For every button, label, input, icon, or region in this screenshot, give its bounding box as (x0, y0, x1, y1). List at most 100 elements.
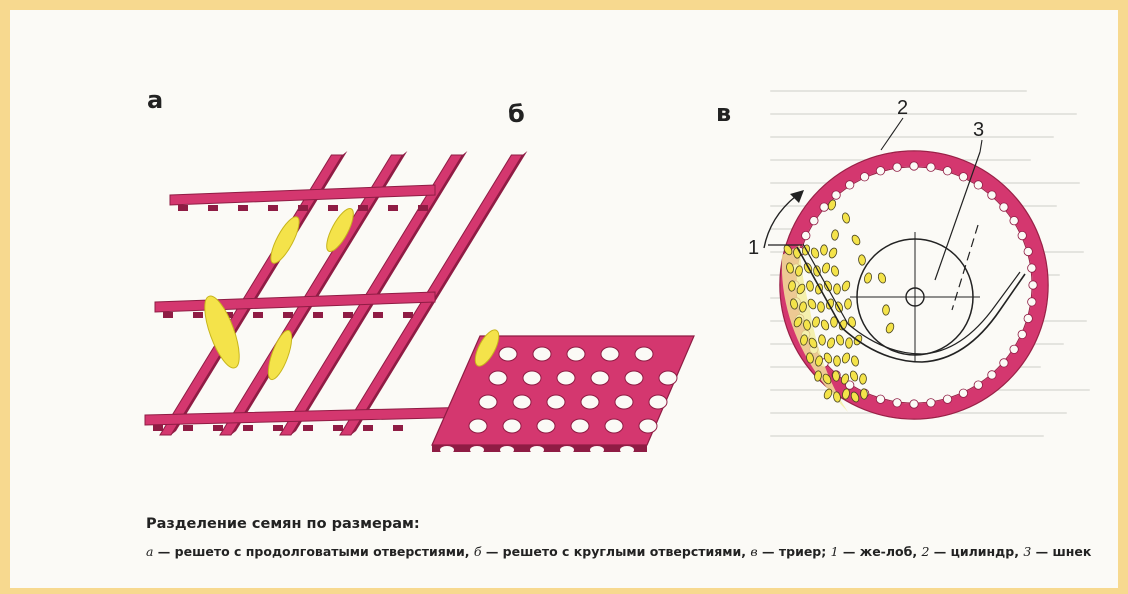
round-hole (625, 371, 643, 385)
crossbar-tooth (193, 312, 203, 318)
seed (845, 338, 853, 349)
panel-label-v: в (716, 99, 731, 127)
caption-fragment: — цилиндр, (929, 544, 1023, 559)
cylinder-cell (893, 163, 901, 171)
seed (820, 245, 827, 256)
crossbar-tooth (243, 425, 253, 431)
sieve-diagram: а б (10, 10, 1118, 510)
seed (859, 374, 866, 385)
round-hole (503, 419, 521, 433)
cylinder-cell (974, 181, 982, 189)
crossbar-tooth (183, 425, 193, 431)
crossbar-tooth (328, 205, 338, 211)
caption-title: Разделение семян по размерам: (146, 516, 420, 532)
cylinder-cell (1018, 231, 1026, 239)
plate-notch (440, 446, 454, 454)
cylinder-cell (876, 395, 884, 403)
cylinder-cell (943, 395, 951, 403)
round-hole (659, 371, 677, 385)
cylinder-cell (893, 399, 901, 407)
sieve-crossbar (155, 292, 435, 312)
round-hole (537, 419, 555, 433)
cylinder-cell (988, 191, 996, 199)
round-hole (591, 371, 609, 385)
crossbar-tooth (343, 312, 353, 318)
round-hole (635, 347, 653, 361)
seed (817, 302, 825, 313)
caption-key: в (750, 544, 757, 559)
crossbar-tooth (373, 312, 383, 318)
crossbar-tooth (403, 312, 413, 318)
cylinder-cell (876, 167, 884, 175)
cylinder-cell (927, 163, 935, 171)
crossbar-tooth (418, 205, 428, 211)
caption-fragment: — решето с круглыми отверстиями, (481, 544, 750, 559)
cylinder-cell (959, 173, 967, 181)
seed (860, 389, 867, 400)
round-hole (499, 347, 517, 361)
seed (882, 305, 889, 316)
crossbar-tooth (333, 425, 343, 431)
seed (834, 356, 841, 367)
cylinder-cell (927, 399, 935, 407)
cylinder-cell (802, 231, 810, 239)
plate-notch (500, 446, 514, 454)
trier: в 1 2 3 (716, 97, 1048, 419)
crossbar-tooth (178, 205, 188, 211)
crossbar-tooth (238, 205, 248, 211)
rotation-arrowhead (790, 190, 804, 203)
crossbar-tooth (358, 205, 368, 211)
crossbar-tooth (313, 312, 323, 318)
cylinder-cell (1028, 298, 1036, 306)
crossbar-tooth (273, 425, 283, 431)
caption-fragment: — триер; (758, 544, 831, 559)
round-hole (523, 371, 541, 385)
round-hole (479, 395, 497, 409)
cylinder-cell (810, 217, 818, 225)
round-hole (547, 395, 565, 409)
plate-notch (620, 446, 634, 454)
sieve-crossbar (145, 407, 478, 425)
cylinder-cell (820, 203, 828, 211)
round-hole (567, 347, 585, 361)
round-hole (533, 347, 551, 361)
plate-notch (530, 446, 544, 454)
round-hole (489, 371, 507, 385)
round-hole (571, 419, 589, 433)
round-hole (615, 395, 633, 409)
cylinder-cell (959, 389, 967, 397)
round-hole (649, 395, 667, 409)
panel-label-a: а (147, 86, 163, 114)
cylinder-cell (1018, 330, 1026, 338)
cylinder-cell (1024, 314, 1032, 322)
cylinder-cell (910, 400, 918, 408)
cylinder-cell (860, 173, 868, 181)
cylinder-cell (974, 381, 982, 389)
crossbar-tooth (363, 425, 373, 431)
crossbar-tooth (303, 425, 313, 431)
figure-page: а б (10, 10, 1118, 588)
crossbar-tooth (153, 425, 163, 431)
crossbar-tooth (208, 205, 218, 211)
cylinder-cell (1000, 359, 1008, 367)
crossbar-tooth (163, 312, 173, 318)
crossbar-tooth (283, 312, 293, 318)
cylinder-cell (832, 191, 840, 199)
round-sieve: б (432, 100, 694, 454)
round-hole (513, 395, 531, 409)
round-sieve-plate (432, 336, 694, 454)
crossbar-tooth (388, 205, 398, 211)
round-hole (557, 371, 575, 385)
cylinder-cell (988, 371, 996, 379)
plate-notch (560, 446, 574, 454)
cylinder-cell (846, 181, 854, 189)
round-hole (605, 419, 623, 433)
round-hole (639, 419, 657, 433)
crossbar-tooth (253, 312, 263, 318)
cylinder-cell (1000, 203, 1008, 211)
caption-fragment: — шнек (1031, 544, 1091, 559)
cylinder-cell (1024, 247, 1032, 255)
crossbar-tooth (213, 425, 223, 431)
seed (266, 213, 305, 266)
crossbar-tooth (393, 425, 403, 431)
